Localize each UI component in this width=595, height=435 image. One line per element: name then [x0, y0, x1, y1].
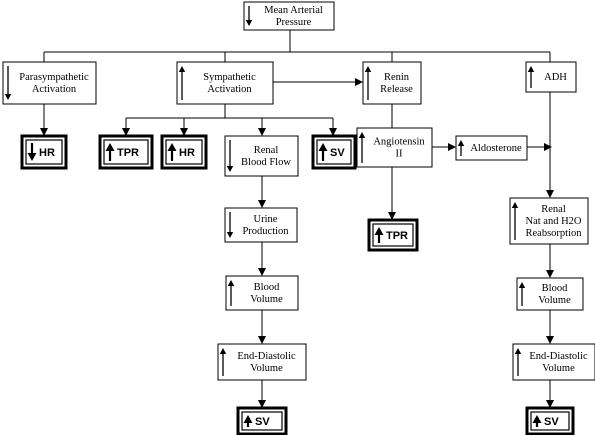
node-text-line: Parasympathetic [19, 72, 89, 83]
increase-arrow-icon [364, 66, 372, 100]
increase-arrow-icon [527, 66, 535, 88]
node-text-line: End-Diastolic [529, 351, 588, 362]
arrowhead [544, 143, 552, 151]
decrease-arrow-icon [4, 66, 12, 100]
increase-arrow-icon [105, 143, 115, 161]
decrease-arrow-icon [245, 6, 253, 26]
node-label: SV [544, 416, 559, 428]
increase-arrow-icon [457, 140, 465, 156]
node-text-line: Mean Arterial [264, 5, 323, 16]
node-text-line: Sympathetic [203, 72, 256, 83]
node-label: SV [330, 147, 345, 159]
node-text-line: Production [242, 226, 289, 237]
node-text-line: Blood [542, 283, 568, 294]
node-hr-para: HR [20, 134, 68, 170]
increase-arrow-icon [219, 348, 227, 376]
node-label: HR [39, 147, 55, 159]
node-text-line: Renal [541, 204, 566, 215]
node-text-line: Activation [207, 84, 252, 95]
decrease-arrow-icon [226, 140, 234, 172]
decrease-arrow-icon [27, 143, 37, 161]
node-text-line: Aldosterone [470, 143, 522, 154]
node-text-line: Urine [254, 214, 278, 225]
arrowhead [180, 128, 188, 136]
node-label: HR [179, 147, 195, 159]
node-text-line: II [396, 149, 403, 160]
node-tpr-angio: TPR [367, 218, 419, 252]
arrowhead [546, 190, 554, 198]
node-text-line: Volume [250, 294, 283, 305]
node-text-line: Renal [254, 145, 279, 156]
node-text-line: Renin [384, 72, 410, 83]
node-text-line: Reabsorption [526, 228, 583, 239]
arrowhead [258, 336, 266, 344]
node-text-line: End-Diastolic [237, 351, 296, 362]
node-hr-symp: HR [160, 134, 208, 170]
node-text-line: Blood [254, 282, 280, 293]
decrease-arrow-icon [226, 212, 234, 238]
node-tpr-symp: TPR [98, 134, 154, 170]
node-text-line: Nat and H2O [526, 216, 582, 227]
increase-arrow-icon [318, 143, 328, 161]
arrowhead [258, 268, 266, 276]
arrowhead [546, 336, 554, 344]
arrowhead [258, 128, 266, 136]
connectors [43, 30, 551, 400]
increase-arrow-icon [243, 415, 253, 427]
arrowhead [546, 270, 554, 278]
node-adh: ADH [525, 61, 577, 93]
node-text-line: Blood Flow [241, 157, 291, 168]
node-text-line: Release [380, 84, 413, 95]
increase-arrow-icon [532, 415, 542, 427]
arrowhead [546, 400, 554, 408]
increase-arrow-icon [511, 202, 519, 240]
arrowhead [448, 143, 456, 151]
node-text-line: Angiotensin [373, 137, 425, 148]
increase-arrow-icon [374, 227, 384, 243]
node-text-line: Activation [32, 84, 77, 95]
arrowhead [388, 212, 396, 220]
node-label: TPR [117, 147, 139, 159]
node-text-line: Volume [250, 363, 283, 374]
increase-arrow-icon [227, 280, 235, 306]
arrowhead [40, 128, 48, 136]
increase-arrow-icon [167, 143, 177, 161]
arrowhead [122, 128, 130, 136]
node-text-line: Pressure [276, 17, 312, 28]
increase-arrow-icon [518, 282, 526, 306]
arrowhead [355, 78, 363, 86]
node-label: TPR [386, 230, 408, 242]
arrowhead [329, 128, 337, 136]
increase-arrow-icon [514, 348, 522, 376]
increase-arrow-icon [358, 132, 366, 163]
node-text-line: Volume [538, 295, 571, 306]
increase-arrow-icon [178, 66, 186, 100]
node-text-line: ADH [544, 72, 567, 83]
node-aldosterone: Aldosterone [455, 135, 528, 161]
node-sv-right: SV [525, 406, 575, 435]
arrowhead [258, 400, 266, 408]
node-text-line: Volume [542, 363, 575, 374]
node-sv-left: SV [236, 406, 288, 435]
node-label: SV [255, 416, 270, 428]
node-sv-symp: SV [311, 134, 357, 170]
arrowhead [258, 200, 266, 208]
